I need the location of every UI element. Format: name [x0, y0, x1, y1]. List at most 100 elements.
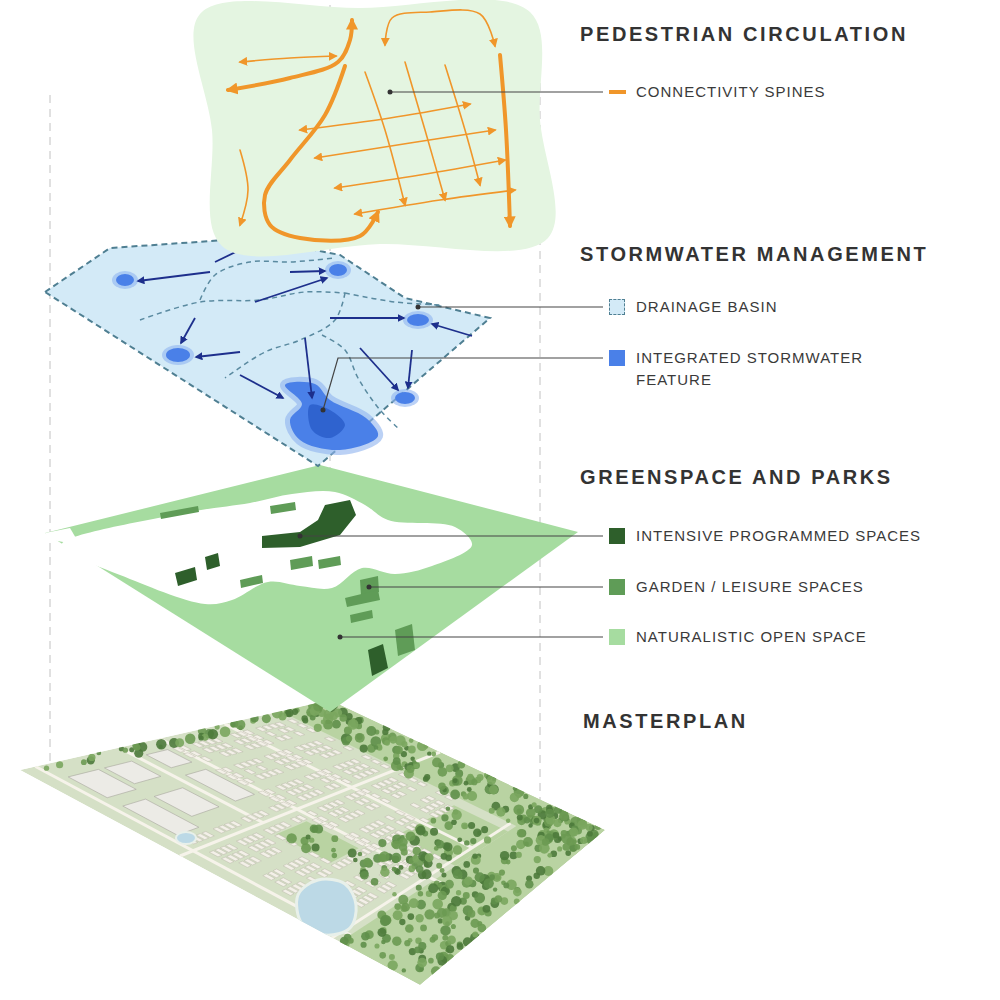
- tree: [500, 851, 509, 860]
- tree: [348, 849, 357, 858]
- house: [330, 783, 341, 788]
- house: [410, 803, 420, 808]
- pedestrian-layer: [193, 0, 555, 256]
- house: [297, 724, 308, 728]
- tree: [438, 891, 447, 900]
- tree: [416, 865, 424, 873]
- house: [385, 881, 396, 887]
- tree: [406, 765, 414, 773]
- leader-line: [340, 636, 603, 637]
- connectivity-spine: [355, 190, 515, 214]
- leader-lines: [298, 90, 604, 640]
- tree: [528, 823, 532, 827]
- tree: [360, 745, 368, 753]
- tree: [511, 845, 517, 851]
- tree: [392, 936, 401, 945]
- house: [371, 759, 382, 764]
- layer-heading: MASTERPLAN: [583, 709, 748, 733]
- feature-halo: [325, 261, 351, 279]
- tree: [302, 718, 308, 724]
- tree: [377, 928, 386, 937]
- development-cutout: [45, 528, 80, 545]
- tree: [378, 854, 386, 862]
- house: [349, 832, 360, 838]
- tree: [464, 781, 469, 786]
- tree: [427, 751, 431, 755]
- legend-item: GARDEN / LEISURE SPACES: [609, 579, 969, 595]
- tree: [420, 925, 427, 932]
- tree: [424, 774, 430, 780]
- legend-text: INTENSIVE PROGRAMMED SPACES: [636, 525, 921, 547]
- tree: [348, 938, 354, 944]
- leader-dot: [321, 408, 326, 413]
- tree: [445, 880, 454, 889]
- tree: [453, 869, 463, 879]
- flow-arrow: [255, 278, 327, 302]
- subbasin-line: [200, 258, 335, 300]
- connectivity-spine: [405, 62, 445, 200]
- leader-line: [390, 91, 603, 92]
- flow-arrow: [181, 318, 195, 343]
- tree: [572, 839, 577, 844]
- tree: [542, 838, 549, 845]
- tree: [331, 835, 338, 842]
- garden-space: [290, 556, 313, 570]
- house: [328, 821, 339, 827]
- garden-space: [318, 556, 341, 569]
- tree: [391, 853, 401, 863]
- house: [312, 741, 323, 746]
- tree: [472, 931, 478, 937]
- intensive-space: [262, 500, 356, 548]
- leader-line: [369, 586, 603, 587]
- house: [226, 844, 238, 850]
- road: [225, 724, 473, 848]
- tree: [431, 966, 441, 976]
- tree: [329, 711, 338, 720]
- house: [303, 784, 314, 789]
- guide-line: [50, 95, 51, 785]
- tree: [401, 849, 408, 856]
- tree: [312, 844, 320, 852]
- house: [275, 722, 286, 726]
- tree: [463, 937, 472, 946]
- tree: [473, 828, 481, 836]
- tree: [434, 912, 440, 918]
- connectivity-spine: [264, 66, 378, 241]
- tree: [409, 898, 419, 908]
- tree: [487, 775, 496, 784]
- tree: [456, 890, 461, 895]
- tree: [378, 839, 386, 847]
- tree: [534, 818, 540, 824]
- legend-item: INTEGRATED STORMWATER FEATURE: [609, 350, 969, 366]
- house: [294, 731, 305, 735]
- flow-arrow: [432, 324, 472, 336]
- tree: [503, 882, 509, 888]
- tree: [547, 853, 552, 858]
- garden-space: [160, 506, 199, 519]
- legend-item: DRAINAGE BASIN: [609, 299, 969, 315]
- tree: [436, 863, 442, 869]
- tree: [175, 738, 184, 747]
- garden-space: [345, 590, 380, 607]
- leader-dot: [298, 534, 303, 539]
- drainage-outline: [45, 238, 490, 466]
- tree: [517, 794, 521, 798]
- garden-space: [350, 610, 373, 623]
- tree: [389, 736, 397, 744]
- tree: [392, 892, 397, 897]
- house: [230, 821, 242, 827]
- layer-heading: PEDESTRIAN CIRCULATION: [580, 22, 908, 46]
- tree: [441, 814, 448, 821]
- tree: [440, 925, 450, 935]
- tree: [436, 840, 444, 848]
- house: [231, 748, 243, 753]
- feature-core: [308, 404, 345, 438]
- tree: [517, 829, 526, 838]
- tree: [569, 827, 578, 836]
- tree: [517, 814, 523, 820]
- tree: [461, 822, 468, 829]
- house: [354, 810, 365, 815]
- tree: [414, 764, 419, 769]
- tree: [208, 729, 218, 739]
